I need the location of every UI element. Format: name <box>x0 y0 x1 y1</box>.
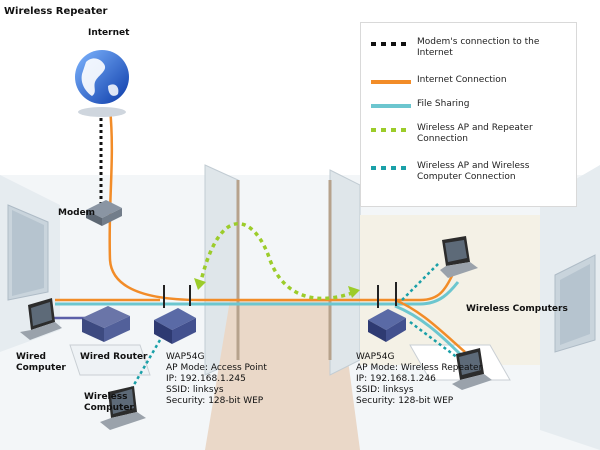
modem-label: Modem <box>58 208 96 218</box>
legend-label: Wireless AP and Repeater Connection <box>417 123 533 144</box>
internet-label: Internet <box>88 28 130 38</box>
legend-item-ap-repeater: Wireless AP and Repeater Connection <box>361 123 576 153</box>
legend-item-ap-computer: Wireless AP and Wireless Computer Connec… <box>361 161 576 191</box>
wireless-computer-left-laptop-icon <box>100 386 146 430</box>
ap-left-name: WAP54G <box>166 352 205 362</box>
internet-globe-icon <box>75 50 129 117</box>
legend-cyan-swatch-icon <box>371 104 411 108</box>
file-sharing-path <box>55 281 460 306</box>
wireless-computer-right-upper-laptop-icon <box>440 236 478 278</box>
right-lower-filesharing-path <box>394 304 464 358</box>
ap-right-name: WAP54G <box>356 352 395 362</box>
ap-repeater-link <box>198 222 356 301</box>
modem-icon <box>86 200 122 226</box>
access-point-right-icon <box>368 282 406 342</box>
legend-label: Internet Connection <box>417 75 507 85</box>
diagram-title: Wireless Repeater <box>4 6 108 17</box>
ap-left-ip: IP: 192.168.1.245 <box>166 374 246 384</box>
legend-item-file-sharing: File Sharing <box>361 99 576 129</box>
legend-label: Wireless AP and Wireless Computer Connec… <box>417 161 530 182</box>
ap-right-ssid: SSID: linksys <box>356 385 414 395</box>
internet-connection-path <box>108 107 457 302</box>
ap-right-upper-computer-link <box>401 261 441 301</box>
ap-right-security: Security: 128-bit WEP <box>356 396 454 406</box>
legend-item-modem-link: Modem's connection to the Internet <box>361 37 576 67</box>
legend-item-internet: Internet Connection <box>361 75 576 105</box>
ap-right-ip: IP: 192.168.1.246 <box>356 374 436 384</box>
ap-left-ssid: SSID: linksys <box>166 385 224 395</box>
wired-router-label: Wired Router <box>80 352 148 362</box>
legend-label: File Sharing <box>417 99 470 109</box>
wireless-computer-right-lower-laptop-icon <box>452 348 492 390</box>
right-lower-internet-path <box>394 298 466 353</box>
legend-dotted-green-swatch-icon <box>371 128 411 132</box>
legend-label: Modem's connection to the Internet <box>417 37 540 58</box>
ap-right-spec-block: WAP54G AP Mode: Wireless Repeater IP: 19… <box>356 352 482 407</box>
wired-computer-laptop-icon <box>20 298 62 340</box>
legend-dotted-teal-swatch-icon <box>371 166 411 170</box>
connection-links <box>48 107 466 396</box>
ap-right-mode: AP Mode: Wireless Repeater <box>356 363 483 373</box>
wireless-computer-left-label: Wireless Computer <box>84 392 134 413</box>
ap-right-lower-computer-link <box>409 321 459 359</box>
wireless-computers-right-label: Wireless Computers <box>466 304 568 314</box>
ap-left-security: Security: 128-bit WEP <box>166 396 264 406</box>
ap-left-spec-block: WAP54G AP Mode: Access Point IP: 192.168… <box>166 352 267 407</box>
legend-dotted-black-swatch-icon <box>371 42 411 46</box>
wired-router-icon <box>82 306 130 342</box>
wired-computer-label: Wired Computer <box>16 352 66 373</box>
legend-orange-swatch-icon <box>371 80 411 84</box>
ap-left-mode: AP Mode: Access Point <box>166 363 267 373</box>
legend-panel: Modem's connection to the Internet Inter… <box>360 22 577 207</box>
ap-left-computer-link <box>126 339 162 396</box>
access-point-left-icon <box>154 285 196 344</box>
